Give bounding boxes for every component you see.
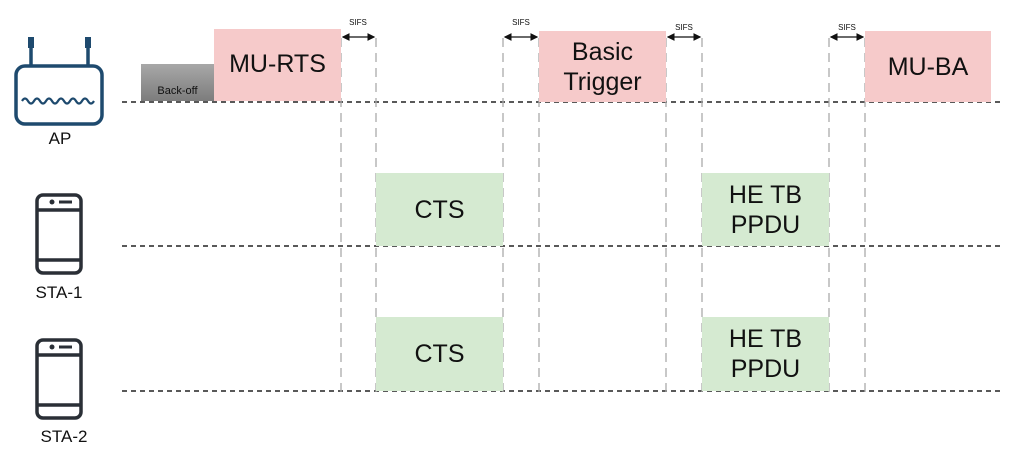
sifs-label-3: SIFS	[675, 23, 693, 32]
sta1-he-tb-ppdu-frame: HE TB PPDU	[702, 173, 829, 246]
ap-label: AP	[48, 129, 72, 148]
sta2-label: STA-2	[40, 427, 88, 446]
backoff-block: Back-off	[141, 64, 214, 101]
sta1-cts-frame: CTS	[376, 173, 503, 246]
sta2-he-tb-ppdu-frame: HE TB PPDU	[702, 317, 829, 391]
sta1-label: STA-1	[35, 283, 83, 302]
sifs-label-1: SIFS	[349, 18, 367, 27]
basic-trigger-frame: Basic Trigger	[539, 31, 666, 102]
sta1-phone-icon	[35, 193, 83, 275]
mu-rts-frame: MU-RTS	[214, 29, 341, 101]
sifs-label-4: SIFS	[838, 23, 856, 32]
sta2-cts-frame: CTS	[376, 317, 503, 391]
sifs-label-2: SIFS	[512, 18, 530, 27]
ap-router-icon	[14, 40, 104, 126]
mu-ba-frame: MU-BA	[865, 31, 991, 102]
sta2-phone-icon	[35, 338, 83, 420]
